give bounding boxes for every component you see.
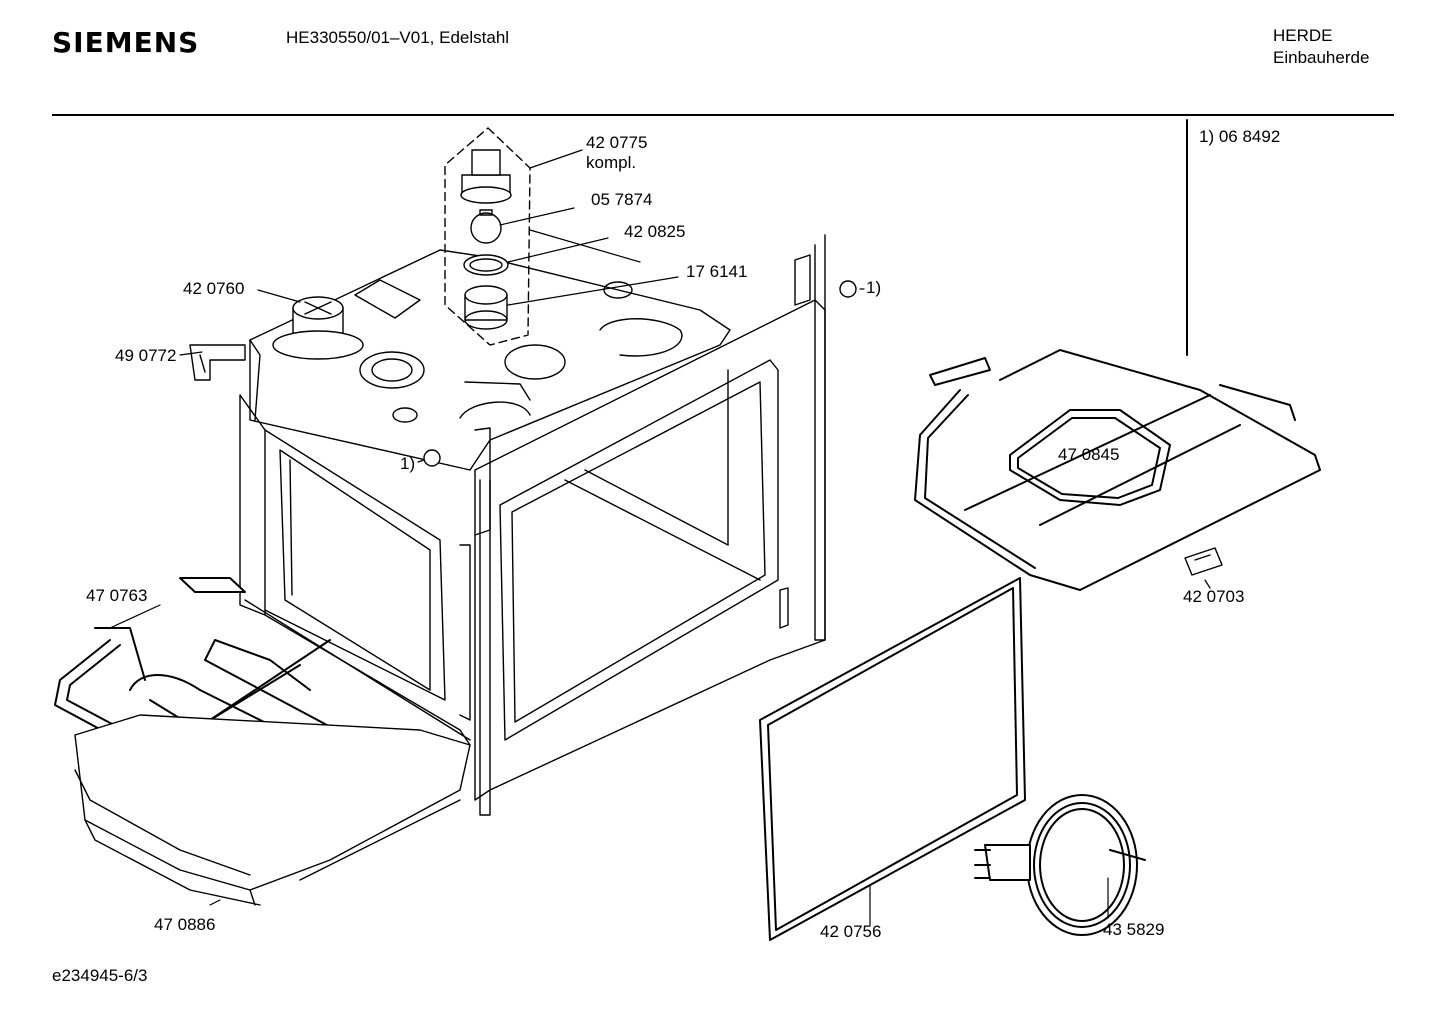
clip-part <box>1184 547 1223 576</box>
circular-heating-element <box>974 794 1146 936</box>
part-label-470763: 47 0763 <box>86 586 148 605</box>
oven-light-assembly <box>444 127 531 346</box>
reference-label-left: 1) <box>400 454 416 473</box>
oven-cavity <box>239 234 826 816</box>
category-subtitle: Einbauherde <box>1273 48 1370 67</box>
part-label-420825: 42 0825 <box>624 222 686 241</box>
part-label-470886: 47 0886 <box>154 915 216 934</box>
part-label-057874: 05 7874 <box>591 190 653 209</box>
category-title: HERDE <box>1273 26 1333 45</box>
part-label-420760: 42 0760 <box>183 279 245 298</box>
brand-logo: SIEMENS <box>52 26 200 59</box>
part-label-176141: 17 6141 <box>686 262 748 281</box>
leader-lines <box>109 149 1211 926</box>
part-label-420703: 42 0703 <box>1183 587 1245 606</box>
lamp-holder-part <box>423 280 857 467</box>
part-label-490772: 49 0772 <box>115 346 177 365</box>
part-label-420756: 42 0756 <box>820 922 882 941</box>
part-label-420775-note: kompl. <box>586 153 637 172</box>
insulation-mat <box>74 714 471 906</box>
bracket-part <box>189 344 246 381</box>
part-label-435829: 43 5829 <box>1103 920 1165 939</box>
reference-label-right: 1) <box>866 278 882 297</box>
model-title: HE330550/01–V01, Edelstahl <box>286 28 510 47</box>
part-label-470845: 47 0845 <box>1058 445 1120 464</box>
header-divider <box>52 114 1394 116</box>
document-id: e234945-6/3 <box>52 966 148 985</box>
door-seal <box>759 577 1026 941</box>
part-label-420775: 42 0775 <box>586 133 648 152</box>
footnote-text: 1) 06 8492 <box>1199 127 1281 146</box>
vent-cap <box>272 296 364 360</box>
top-heating-element <box>914 349 1321 591</box>
